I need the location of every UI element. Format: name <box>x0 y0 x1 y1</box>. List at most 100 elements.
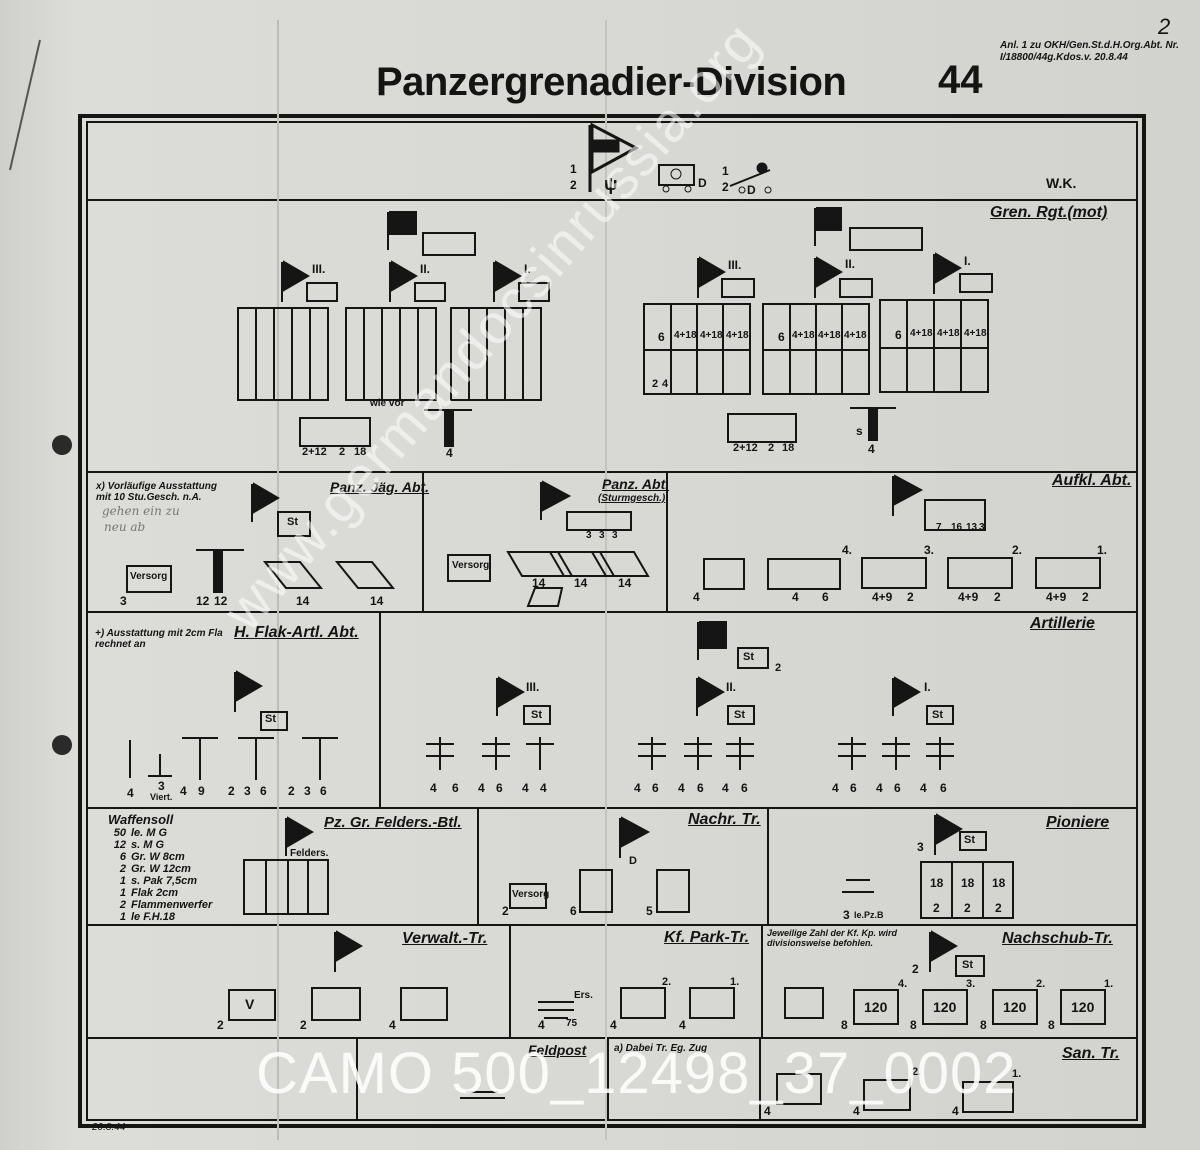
art2-num-f: 6 <box>741 781 748 795</box>
kf-park-num-d: 4 <box>679 1018 686 1032</box>
panz-abt-sublabel: (Sturmgesch.) <box>598 493 666 504</box>
punch-hole-lower <box>52 735 72 755</box>
division-hq-flag-icon <box>588 122 640 192</box>
flak-num-2a: 2 <box>228 784 235 798</box>
nach-hq-st: St <box>962 959 973 971</box>
pion-num-f: 2 <box>964 901 971 915</box>
verwalt-label: Verwalt.-Tr. <box>402 930 488 947</box>
battalion-flags <box>234 207 963 972</box>
gren-left-heavy-num: 4 <box>446 446 453 460</box>
nach-cap-4: 120 <box>1071 999 1095 1015</box>
artillerie-label: Artillerie <box>1030 615 1095 632</box>
panz-jag-note: x) Vorläufige Ausstattung mit 10 Stu.Ges… <box>96 481 217 503</box>
panz-abt-num-2: 14 <box>574 576 588 590</box>
panz-jag-num-12b: 12 <box>214 594 228 608</box>
art-bn-2: II. <box>726 680 737 694</box>
nach-cap-2: 120 <box>933 999 957 1015</box>
nach-co-3: 3. <box>966 978 976 990</box>
kf-park-label: Kf. Park-Tr. <box>664 929 750 946</box>
nachr-num-b: 6 <box>570 904 577 918</box>
gren-right2-co-c: 4+18 <box>818 330 841 341</box>
panz-jag-st: St <box>287 516 298 528</box>
gren-right-bottom-a: 2 <box>652 378 659 390</box>
art3-num-c: 4 <box>478 781 485 795</box>
pion-le-pz: le.Pz.B <box>854 910 884 920</box>
kf-park-num-b: 75 <box>566 1018 578 1029</box>
panz-jag-num-14b: 14 <box>370 594 384 608</box>
nachr-label: Nachr. Tr. <box>688 811 761 828</box>
art-bn-3: III. <box>526 680 540 694</box>
hq-num-3: D <box>698 176 707 190</box>
aufkl-abt-label: Aufkl. Abt. <box>1052 472 1132 489</box>
pion-num-c: 18 <box>961 876 975 890</box>
hq-num-2: 2 <box>570 178 577 192</box>
art1-num-a: 4 <box>832 781 839 795</box>
flak-st: St <box>265 713 276 725</box>
art2-num-e: 4 <box>722 781 729 795</box>
nachr-num-a: 2 <box>502 904 509 918</box>
flak-num-9: 9 <box>198 784 205 798</box>
panz-abt-versorg: Versorg <box>452 560 490 571</box>
handwriting-note-1: gehen ein zu <box>102 504 180 518</box>
art3-num-d: 6 <box>496 781 503 795</box>
gren-right3-co-d: 4+18 <box>964 328 987 339</box>
gren-right3-co-b: 4+18 <box>910 328 933 339</box>
san-num-a: 4 <box>764 1104 771 1118</box>
panz-abt-num-5: 3 <box>599 530 605 541</box>
kf-park-co-2: 2. <box>662 976 672 988</box>
nachr-versorg: Versorg <box>512 889 550 900</box>
nach-co-4: 4. <box>898 978 908 990</box>
nach-cap-1: 120 <box>864 999 888 1015</box>
flak-num-1: 4 <box>127 786 134 800</box>
gren-left-supply-num-c: 18 <box>354 446 367 458</box>
wk-label: W.K. <box>1046 175 1077 191</box>
nach-num-a: 8 <box>841 1018 848 1032</box>
felders-sublabel: Felders. <box>290 848 329 859</box>
art2-num-d: 6 <box>697 781 704 795</box>
gren-left-bn-2: II. <box>420 262 431 276</box>
art1-num-f: 6 <box>940 781 947 795</box>
flak-viert: Viert. <box>150 792 173 802</box>
flak-num-4: 4 <box>180 784 187 798</box>
pion-num-e: 2 <box>933 901 940 915</box>
hq-num-5: 2 <box>722 180 729 194</box>
aufkl-num-b: 4 <box>792 590 799 604</box>
hq-symbol-glyphs: ψ <box>604 174 618 194</box>
gren-right-bn-1: I. <box>964 254 971 268</box>
gren-right2-co-d: 4+18 <box>844 330 867 341</box>
gren-right-heavy-s: s <box>856 424 863 438</box>
gren-right-supply-num-b: 2 <box>768 442 775 454</box>
hq-num-1: 1 <box>570 162 577 176</box>
grenadier-regiment-left-companies <box>237 232 542 447</box>
punch-hole-upper <box>52 435 72 455</box>
gren-right-supply-num-c: 18 <box>782 442 795 454</box>
pion-num-d: 18 <box>992 876 1006 890</box>
aufkl-co-1: 1. <box>1097 543 1108 557</box>
nach-num-d: 8 <box>1048 1018 1055 1032</box>
san-co-2: 2. <box>912 1066 922 1078</box>
kf-park-ers: Ers. <box>574 990 593 1001</box>
flak-label: H. Flak-Artl. Abt. <box>234 624 359 641</box>
nach-num-c: 8 <box>980 1018 987 1032</box>
aufkl-hq-num-d: 3 <box>979 522 985 533</box>
archive-watermark: CAMO 500_12498_37_0002 <box>256 1041 1017 1106</box>
nachr-num-c: 5 <box>646 904 653 918</box>
pion-num-b: 18 <box>930 876 944 890</box>
art-bn-1: I. <box>924 680 931 694</box>
verwalt-num-b: 2 <box>300 1018 307 1032</box>
art2-num-a: 4 <box>634 781 641 795</box>
verwalt-num-c: 4 <box>389 1018 396 1032</box>
flak-num-2: 3 <box>158 779 165 793</box>
aufkl-co-2: 2. <box>1012 543 1023 557</box>
art1-num-e: 4 <box>920 781 927 795</box>
nachr-d: D <box>629 855 637 867</box>
san-tr-label: San. Tr. <box>1062 1045 1120 1062</box>
kf-park-num-c: 4 <box>610 1018 617 1032</box>
